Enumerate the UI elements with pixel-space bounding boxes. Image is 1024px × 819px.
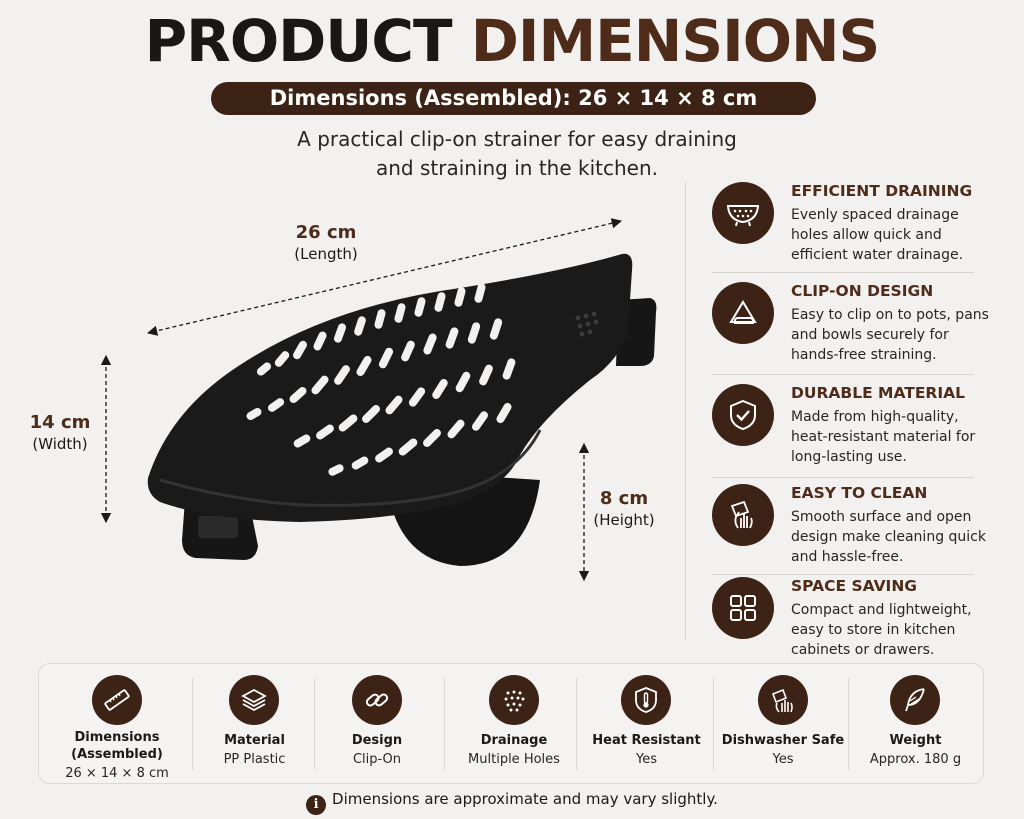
spec-dishwasher-safe: Dishwasher Safe Yes [719, 664, 847, 785]
hand-wipe-icon [712, 484, 774, 546]
grid-icon [712, 577, 774, 639]
feature-title: EFFICIENT DRAINING [791, 182, 973, 200]
spec-design: Design Clip-On [317, 664, 437, 785]
spec-value: Yes [636, 752, 657, 767]
layers-icon [229, 675, 279, 725]
spec-label: Design [351, 733, 403, 748]
feature-separator [712, 272, 974, 273]
spec-value: Yes [772, 752, 794, 767]
height-value: 8 cm [599, 488, 649, 509]
feature-durable-material: DURABLE MATERIAL Made from high-quality,… [712, 384, 1012, 465]
clip-icon [712, 282, 774, 344]
spec-label: Material [224, 733, 285, 748]
spec-drainage: Drainage Multiple Holes [449, 664, 579, 785]
spec-bar: Dimensions (Assembled) 26 × 14 × 8 cm Ma… [38, 663, 984, 784]
feature-title: CLIP-ON DESIGN [791, 282, 934, 300]
spec-dimensions: Dimensions (Assembled) 26 × 14 × 8 cm [47, 664, 187, 785]
feature-easy-to-clean: EASY TO CLEAN Smooth surface and open de… [712, 484, 1012, 565]
width-caption: (Width) [32, 435, 88, 453]
dots-icon [489, 675, 539, 725]
dishwasher-hand-icon [758, 675, 808, 725]
spec-value: PP Plastic [223, 752, 286, 767]
width-value: 14 cm [29, 412, 91, 433]
clip-dots [575, 311, 599, 337]
subtitle: A practical clip-on strainer for easy dr… [262, 125, 772, 183]
spec-separator [192, 678, 193, 770]
spec-separator [314, 678, 315, 770]
feature-text: Smooth surface and open design make clea… [791, 509, 986, 565]
feather-icon [890, 675, 940, 725]
footnote: i Dimensions are approximate and may vary… [0, 790, 1024, 815]
spec-material: Material PP Plastic [197, 664, 312, 785]
subtitle-line-1: A practical clip-on strainer for easy dr… [297, 127, 737, 151]
dimensions-pill: Dimensions (Assembled): 26 × 14 × 8 cm [211, 82, 816, 115]
title-product: PRODUCT [144, 7, 453, 75]
spec-separator [848, 678, 849, 770]
feature-clip-on-design: CLIP-ON DESIGN Easy to clip on to pots, … [712, 282, 1012, 363]
feature-text: Easy to clip on to pots, pans and bowls … [791, 307, 989, 363]
spec-value: Approx. 180 g [869, 752, 962, 767]
spec-separator [713, 678, 714, 770]
spec-label: Dimensions (Assembled) [71, 730, 163, 762]
spec-value: Clip-On [352, 752, 402, 767]
footnote-text: Dimensions are approximate and may vary … [332, 790, 718, 808]
feature-space-saving: SPACE SAVING Compact and lightweight, ea… [712, 577, 1012, 658]
ruler-icon [92, 675, 142, 725]
length-arrow [146, 218, 623, 336]
feature-separator [712, 477, 974, 478]
width-label: 14 cm (Width) [18, 412, 102, 453]
subtitle-line-2: and straining in the kitchen. [375, 156, 658, 180]
page-title: PRODUCT DIMENSIONS [0, 8, 1024, 74]
thermometer-shield-icon [621, 675, 671, 725]
feature-divider [685, 182, 686, 640]
spec-label: Dishwasher Safe [721, 733, 845, 748]
strainer-body [147, 253, 633, 523]
feature-text: Evenly spaced drainage holes allow quick… [791, 207, 964, 263]
feature-title: EASY TO CLEAN [791, 484, 928, 502]
feature-separator [712, 574, 974, 575]
feature-text: Compact and lightweight, easy to store i… [791, 602, 972, 658]
length-value: 26 cm [295, 222, 357, 243]
length-label: 26 cm (Length) [276, 222, 376, 263]
feature-title: DURABLE MATERIAL [791, 384, 966, 402]
info-icon: i [306, 795, 327, 815]
height-label: 8 cm (Height) [584, 488, 664, 529]
spec-separator [576, 678, 577, 770]
spec-separator [444, 678, 445, 770]
strainer-illustration [100, 218, 657, 582]
drainage-holes [246, 283, 516, 476]
spec-weight: Weight Approx. 180 g [853, 664, 978, 785]
feature-text: Made from high-quality, heat-resistant m… [791, 409, 976, 465]
spec-heat-resistant: Heat Resistant Yes [584, 664, 709, 785]
spec-value: Multiple Holes [468, 752, 560, 767]
feature-title: SPACE SAVING [791, 577, 918, 595]
spec-value: 26 × 14 × 8 cm [65, 766, 169, 781]
spec-label: Heat Resistant [592, 733, 701, 748]
chain-link-icon [352, 675, 402, 725]
spec-label: Drainage [480, 733, 548, 748]
feature-separator [712, 374, 974, 375]
colander-icon [712, 182, 774, 244]
length-caption: (Length) [294, 245, 358, 263]
spec-label: Weight [889, 733, 942, 748]
shield-check-icon [712, 384, 774, 446]
title-dimensions: DIMENSIONS [470, 7, 881, 75]
feature-efficient-draining: EFFICIENT DRAINING Evenly spaced drainag… [712, 182, 1012, 263]
height-caption: (Height) [593, 511, 655, 529]
